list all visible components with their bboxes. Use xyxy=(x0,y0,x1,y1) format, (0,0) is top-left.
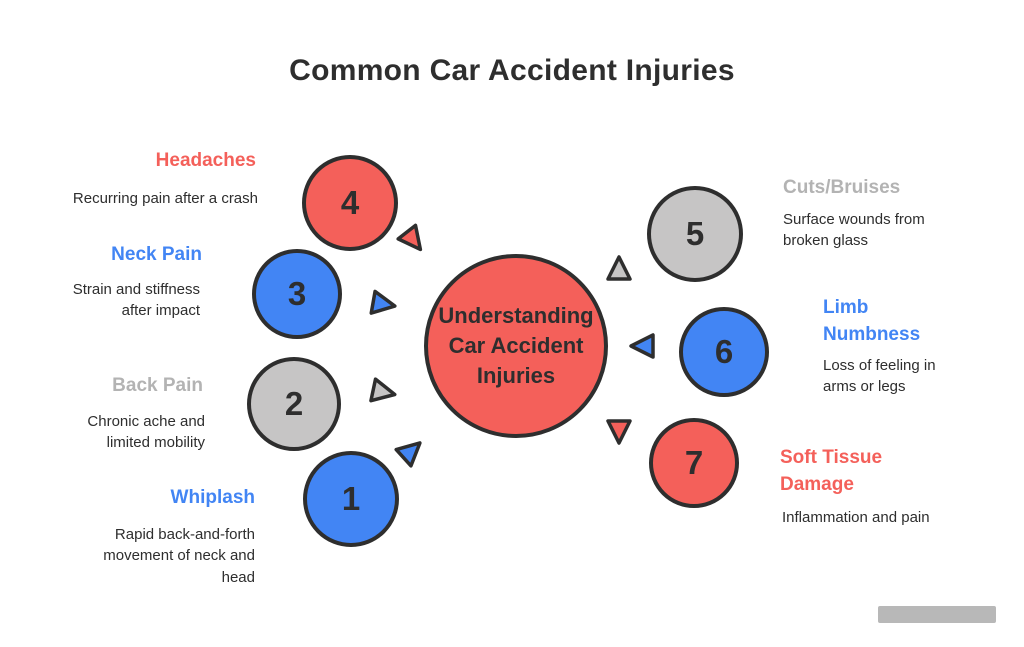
node-number-1: 1 xyxy=(341,480,361,517)
page-title: Common Car Accident Injuries xyxy=(289,54,735,87)
arrow-icon-6 xyxy=(626,329,660,363)
node-description-cuts-bruises: Surface wounds from broken glass xyxy=(783,211,925,250)
arrow-icon-2 xyxy=(363,372,403,412)
node-number-5: 5 xyxy=(685,215,705,252)
node-label-headaches: Headaches xyxy=(155,150,256,171)
center-circle: Understanding Car Accident Injuries xyxy=(424,254,608,438)
node-description-soft-tissue-damage: Inflammation and pain xyxy=(782,509,930,526)
node-number-4: 4 xyxy=(340,184,360,221)
arrow-icon-3 xyxy=(363,284,402,323)
node-number-2: 2 xyxy=(284,385,304,422)
arrow-icon-1 xyxy=(387,427,435,475)
node-number-3: 3 xyxy=(287,275,307,312)
node-description-headaches: Recurring pain after a crash xyxy=(72,190,258,207)
node-number-7: 7 xyxy=(684,444,704,481)
node-label-limb-numbness: Limb Numbness xyxy=(823,297,921,345)
node-label-cuts-bruises: Cuts/Bruises xyxy=(783,177,901,198)
node-label-neck-pain: Neck Pain xyxy=(111,244,202,265)
node-description-neck-pain: Strain and stiffness after impact xyxy=(72,281,200,320)
node-number-6: 6 xyxy=(714,333,734,370)
node-label-soft-tissue-damage: Soft Tissue Damage xyxy=(780,447,883,495)
center-circle-label: Understanding Car Accident Injuries xyxy=(438,303,594,388)
node-description-whiplash: Rapid back-and-forth movement of neck an… xyxy=(103,526,255,586)
arrow-icon-4 xyxy=(389,216,437,264)
node-label-back-pain: Back Pain xyxy=(112,375,203,396)
node-circle-2: 2 xyxy=(247,357,341,451)
node-circle-1: 1 xyxy=(303,451,399,547)
node-circle-6: 6 xyxy=(679,307,769,397)
arrow-icon-7 xyxy=(602,414,636,448)
node-label-whiplash: Whiplash xyxy=(170,487,255,508)
node-circle-3: 3 xyxy=(252,249,342,339)
node-circle-5: 5 xyxy=(647,186,743,282)
node-description-limb-numbness: Loss of feeling in arms or legs xyxy=(823,357,936,396)
arrow-icon-5 xyxy=(602,252,636,286)
node-description-back-pain: Chronic ache and limited mobility xyxy=(87,413,205,452)
node-circle-7: 7 xyxy=(649,418,739,508)
node-circle-4: 4 xyxy=(302,155,398,251)
watermark-logo xyxy=(878,606,996,623)
